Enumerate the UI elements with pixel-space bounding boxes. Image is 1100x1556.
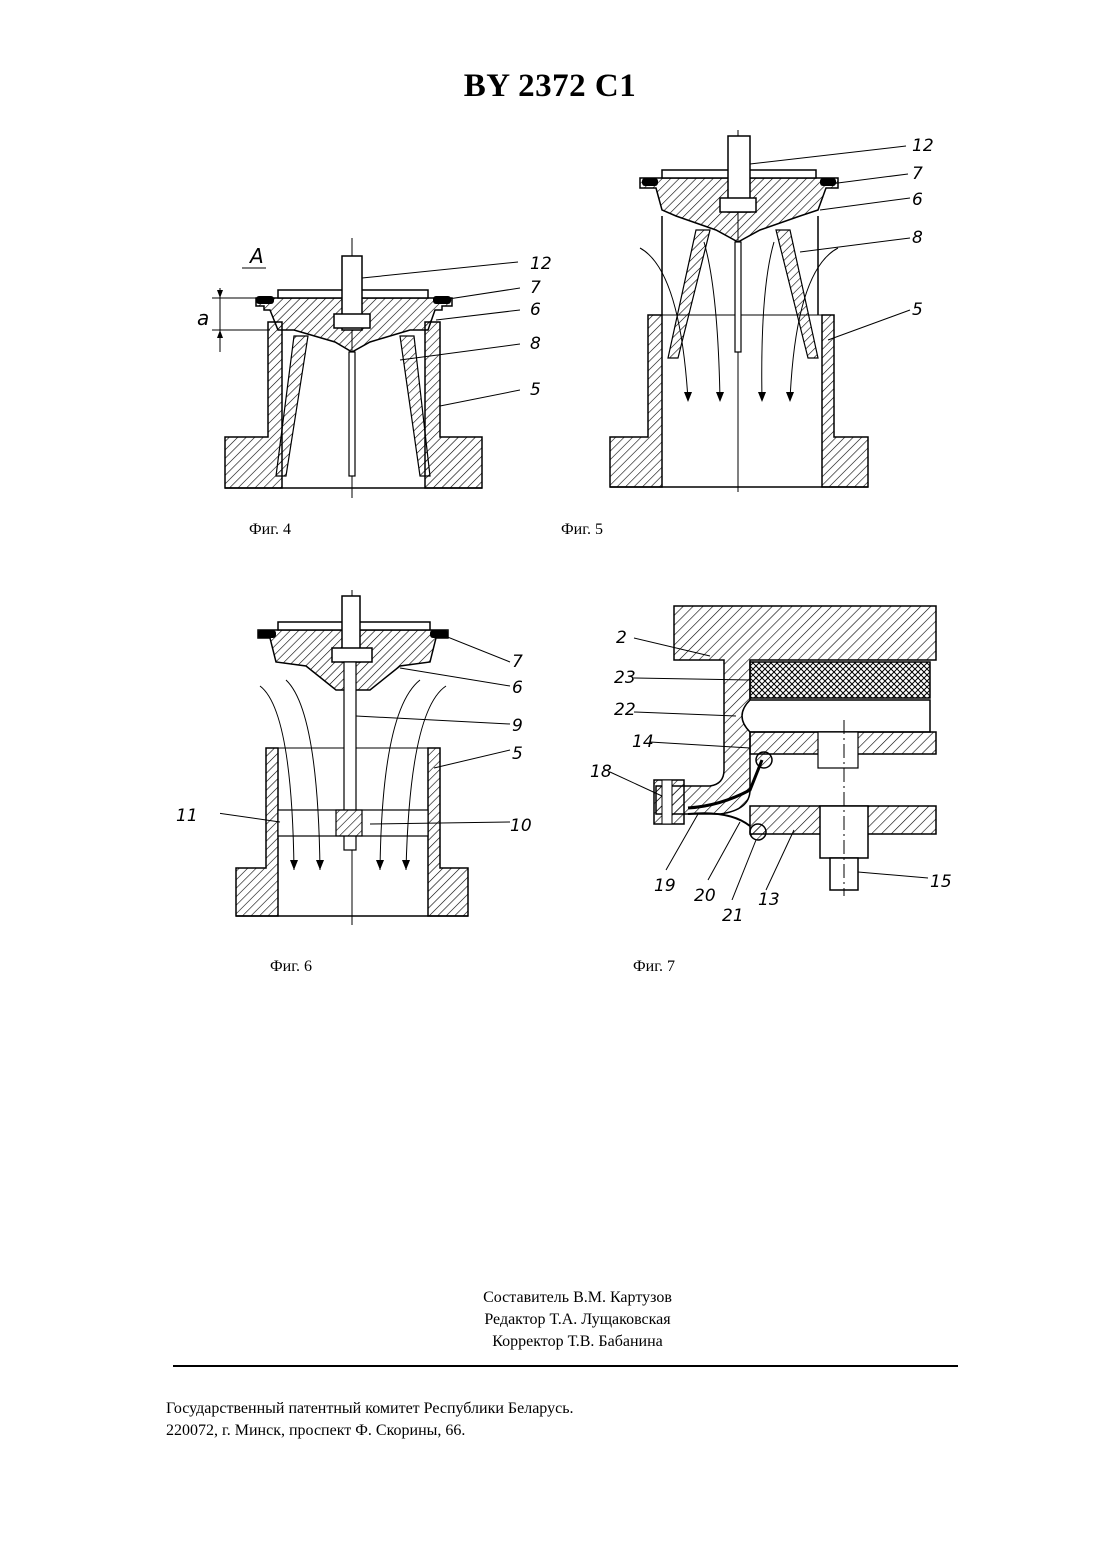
fig4-label: 5 <box>530 380 541 400</box>
fig4-label: 12 <box>530 254 552 274</box>
fig7-label: 23 <box>614 668 636 688</box>
figure-4-drawing <box>190 230 520 500</box>
fig7-label: 14 <box>632 732 654 752</box>
fig4-label: 6 <box>530 300 541 320</box>
fig7-label: 20 <box>694 886 716 906</box>
fig6-label: 10 <box>510 816 532 836</box>
compiler-credit: Составитель В.М. Картузов <box>400 1287 755 1309</box>
footer-address: 220072, г. Минск, проспект Ф. Скорины, 6… <box>166 1420 574 1442</box>
credits-block: Составитель В.М. Картузов Редактор Т.А. … <box>400 1287 755 1353</box>
fig5-label: 5 <box>912 300 923 320</box>
fig7-label: 18 <box>590 762 612 782</box>
fig6-label: 5 <box>512 744 523 764</box>
fig7-label: 13 <box>758 890 780 910</box>
figure-7-drawing <box>600 600 960 900</box>
footer-organization: Государственный патентный комитет Респуб… <box>166 1398 574 1420</box>
fig4-view-label: A <box>250 244 264 268</box>
fig4-label: 8 <box>530 334 541 354</box>
fig5-caption: Фиг. 5 <box>561 521 603 539</box>
fig7-caption: Фиг. 7 <box>633 958 675 976</box>
fig4-label: 7 <box>530 278 541 298</box>
fig6-label: 7 <box>512 652 523 672</box>
fig7-label: 19 <box>654 876 676 896</box>
fig6-caption: Фиг. 6 <box>270 958 312 976</box>
fig7-label: 2 <box>616 628 627 648</box>
footer-block: Государственный патентный комитет Респуб… <box>166 1398 574 1442</box>
fig6-label: 9 <box>512 716 523 736</box>
fig6-label: 11 <box>176 806 198 826</box>
fig5-label: 8 <box>912 228 923 248</box>
fig4-dimension-label: a <box>197 306 209 330</box>
fig7-label: 22 <box>614 700 636 720</box>
fig5-label: 6 <box>912 190 923 210</box>
document-number: BY 2372 C1 <box>0 68 1100 105</box>
figure-5-drawing <box>600 130 930 500</box>
fig5-label: 12 <box>912 136 934 156</box>
fig6-label: 6 <box>512 678 523 698</box>
editor-credit: Редактор Т.А. Лущаковская <box>400 1309 755 1331</box>
fig4-caption: Фиг. 4 <box>249 521 291 539</box>
fig7-label: 21 <box>722 906 744 926</box>
figure-6-drawing <box>220 590 530 930</box>
fig7-label: 15 <box>930 872 952 892</box>
proofreader-credit: Корректор Т.В. Бабанина <box>400 1331 755 1353</box>
footer-divider <box>173 1365 958 1367</box>
fig5-label: 7 <box>912 164 923 184</box>
